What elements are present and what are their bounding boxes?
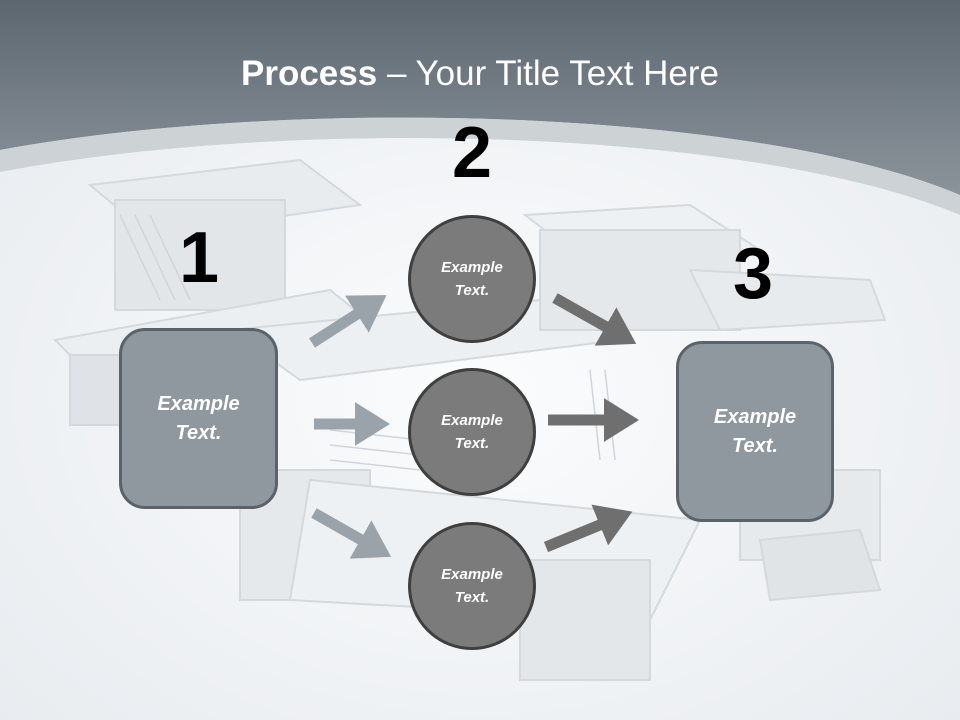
process-circle-middle: Example Text. bbox=[408, 368, 536, 496]
arrow-left-to-top bbox=[309, 295, 387, 348]
circle-middle-label: Example Text. bbox=[441, 412, 503, 452]
circle-top-label: Example Text. bbox=[441, 259, 503, 299]
left-box-label: Example Text. bbox=[157, 392, 240, 444]
step-number-2: 2 bbox=[451, 113, 493, 193]
arrow-top-to-right bbox=[552, 293, 637, 346]
step-number-1: 1 bbox=[178, 218, 220, 298]
right-process-box: Example Text. bbox=[676, 341, 834, 522]
arrow-bottom-to-right bbox=[543, 504, 633, 553]
circle-bottom-label: Example Text. bbox=[441, 566, 503, 606]
page-title: Process – Your Title Text Here bbox=[0, 52, 960, 96]
title-rest: – Your Title Text Here bbox=[377, 54, 719, 93]
header-swoosh bbox=[0, 117, 960, 215]
left-process-box: Example Text. bbox=[119, 328, 278, 509]
process-circle-top: Example Text. bbox=[408, 215, 536, 343]
step-number-3: 3 bbox=[732, 234, 774, 314]
header-band bbox=[0, 0, 960, 195]
title-bold: Process bbox=[241, 54, 378, 93]
process-circle-bottom: Example Text. bbox=[408, 522, 536, 650]
arrow-left-to-bottom bbox=[311, 508, 392, 559]
right-box-label: Example Text. bbox=[713, 405, 797, 457]
building-illustration bbox=[52, 158, 887, 681]
